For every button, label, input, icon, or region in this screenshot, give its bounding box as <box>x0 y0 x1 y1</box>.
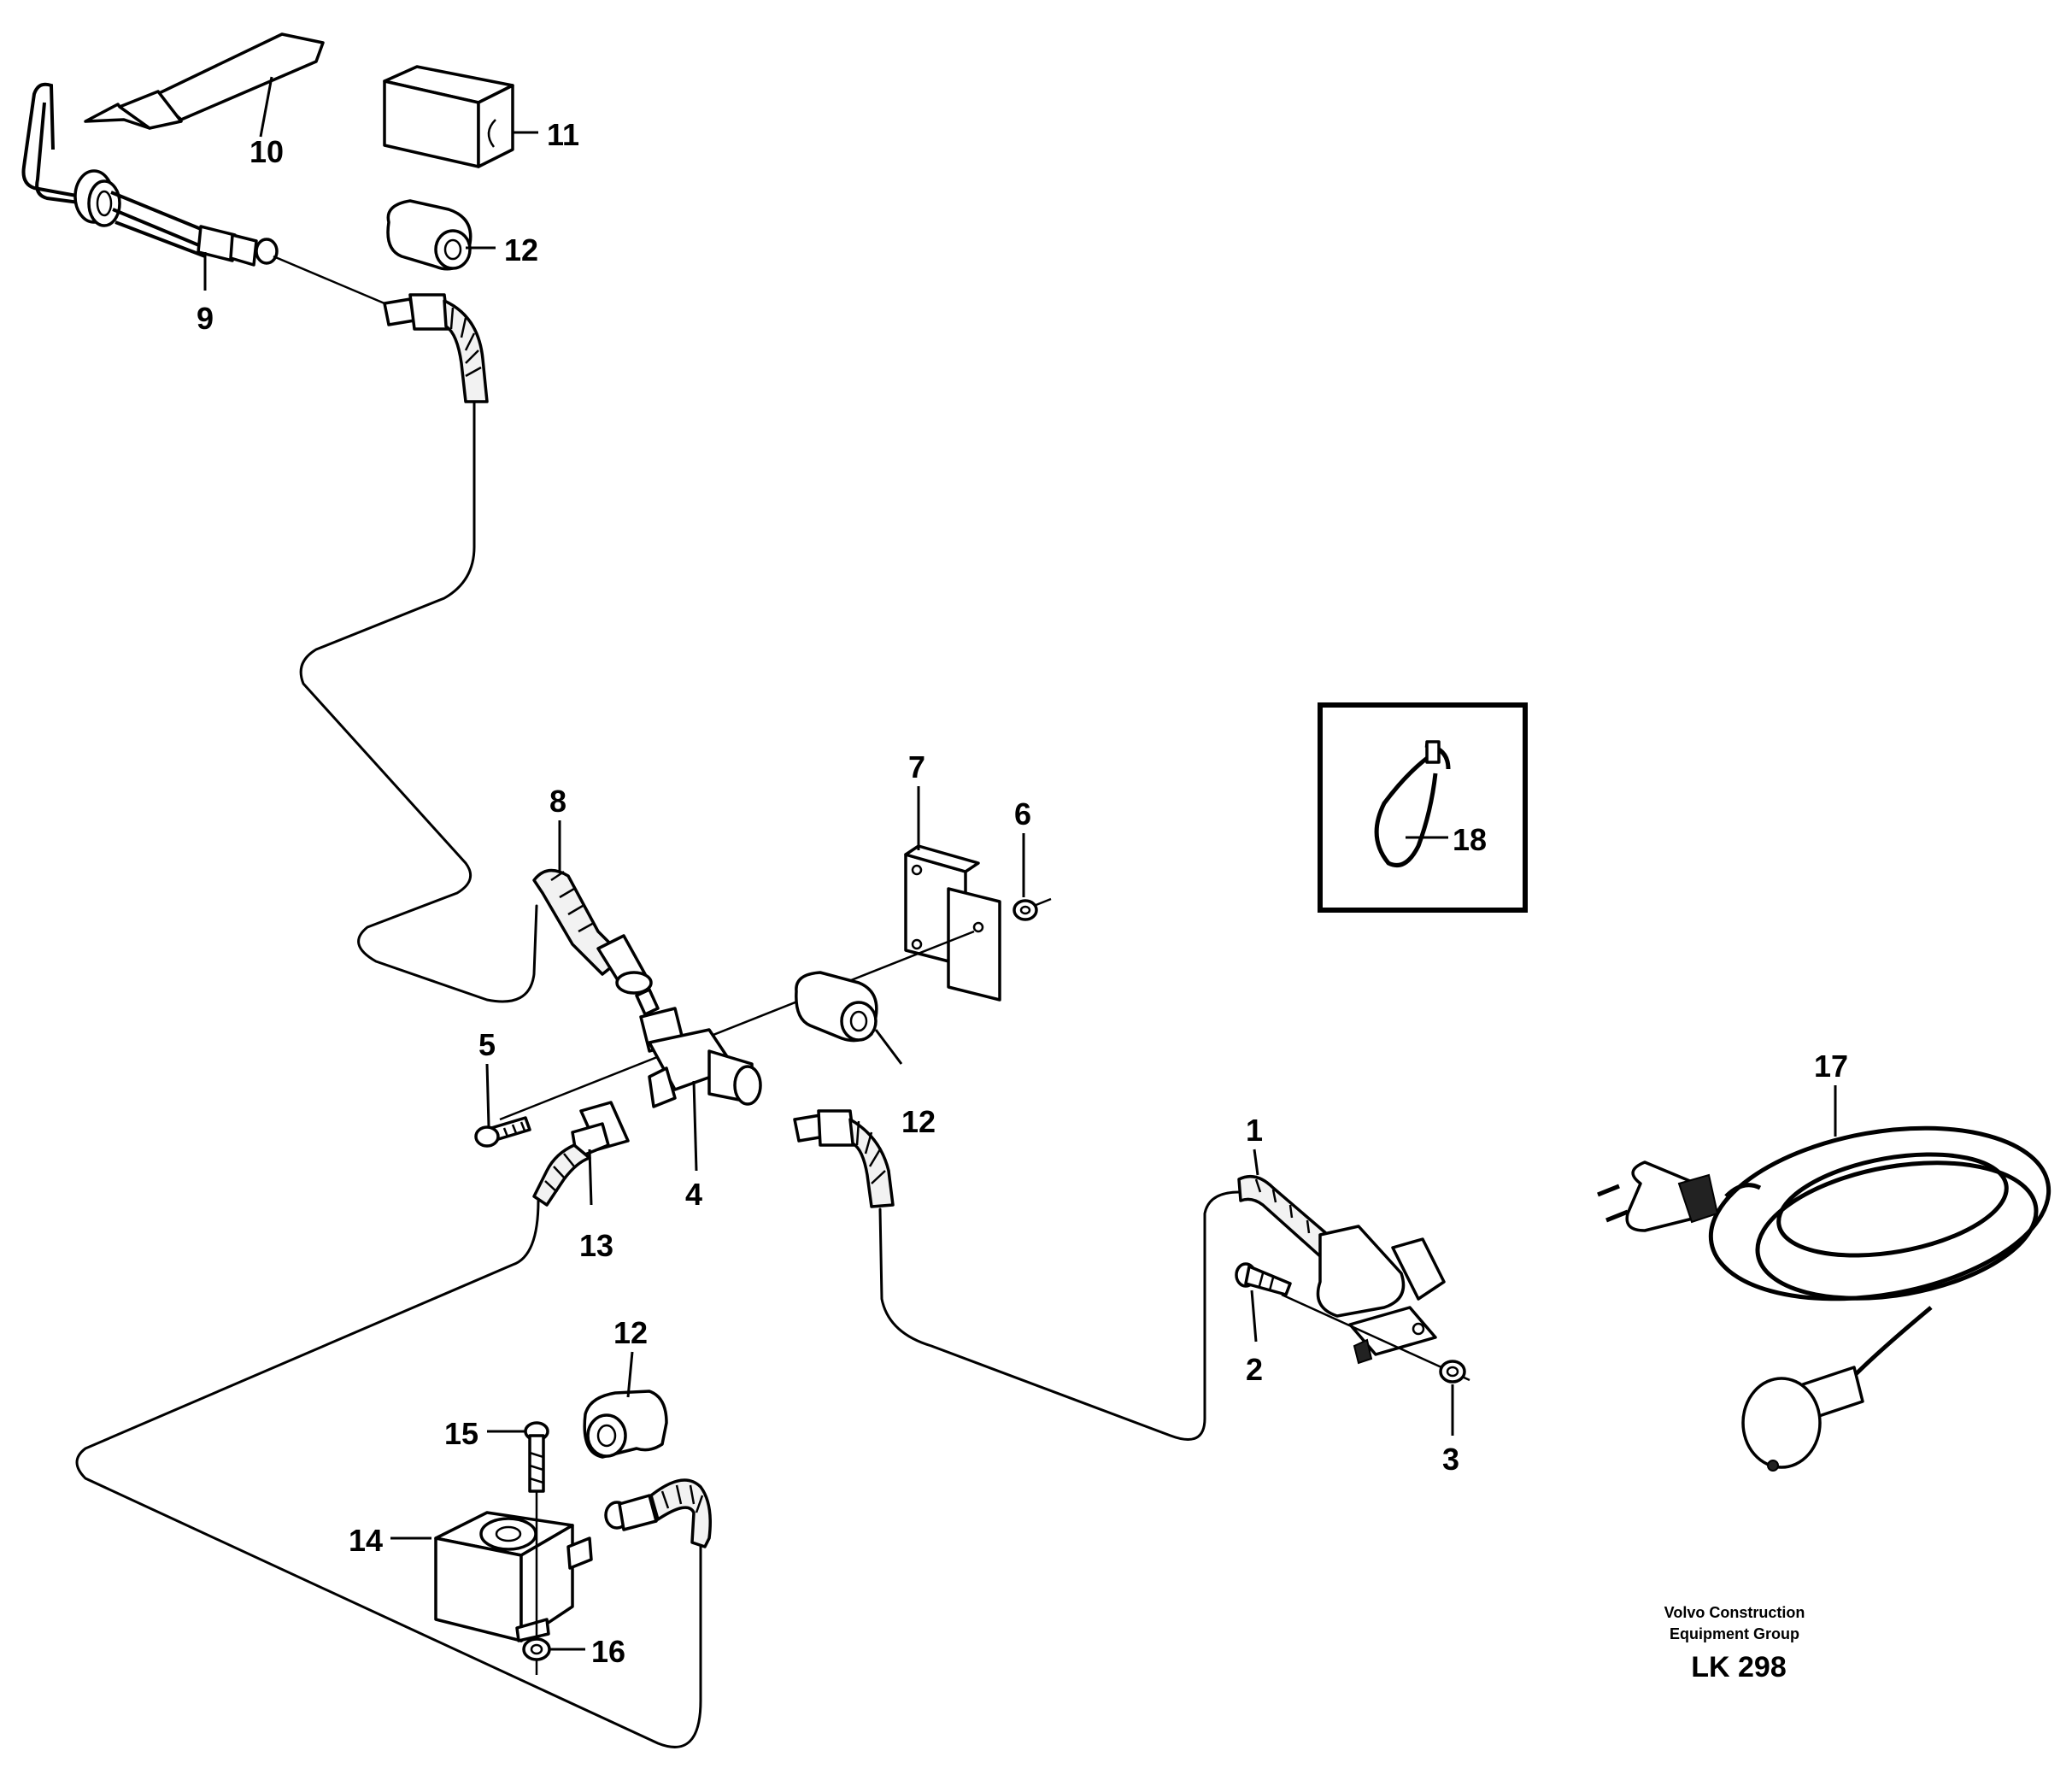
cable-sleeve-top <box>386 199 473 271</box>
cable-sleeve-bottom <box>583 1390 668 1459</box>
company-name-line2: Equipment Group <box>1670 1625 1799 1642</box>
grease-tube <box>84 32 325 130</box>
callout-4: 4 <box>685 1177 702 1212</box>
callout-13: 13 <box>579 1228 613 1263</box>
callout-8: 8 <box>549 784 566 819</box>
callout-7: 7 <box>908 749 925 784</box>
callout-11: 11 <box>547 117 579 152</box>
callout-10: 10 <box>249 134 284 169</box>
cable-plug-right <box>793 1109 895 1208</box>
socket-block <box>434 1511 593 1642</box>
callout-5: 5 <box>478 1027 496 1062</box>
company-name-line1: Volvo Construction <box>1664 1604 1805 1621</box>
drawing-code: LK 298 <box>1691 1651 1787 1683</box>
callout-16: 16 <box>591 1634 625 1669</box>
callout-9: 9 <box>197 301 214 336</box>
callout-6: 6 <box>1014 796 1031 831</box>
cable-tie-detail-box <box>1318 702 1528 913</box>
cable-junction-to-socket <box>75 1199 702 1748</box>
cable-plug-8 <box>532 868 660 1016</box>
nut-3 <box>1439 1360 1466 1384</box>
bolt-15 <box>524 1421 549 1493</box>
callout-3: 3 <box>1442 1442 1459 1477</box>
t-junction <box>639 1007 762 1108</box>
cable-junction-to-inlet <box>878 1190 1241 1441</box>
cable-sleeve-middle <box>795 971 878 1043</box>
cable-tie <box>1374 740 1451 867</box>
axis-line-bracket <box>499 930 975 1121</box>
cable-heater-to-junction <box>299 400 538 1003</box>
bolt-2 <box>1235 1262 1292 1296</box>
heater-element <box>21 82 279 267</box>
extension-cable <box>1597 1125 2051 1472</box>
leader-lines <box>203 76 1837 1651</box>
mounting-bracket <box>904 844 1001 1002</box>
power-inlet <box>1237 1174 1446 1365</box>
cable-plug-socket <box>604 1478 712 1548</box>
callout-12-middle: 12 <box>901 1104 936 1139</box>
cable-plug-13 <box>532 1101 630 1207</box>
callout-12-bottom: 12 <box>613 1315 648 1350</box>
bolt-5 <box>474 1116 531 1148</box>
callout-15: 15 <box>444 1416 478 1451</box>
callout-17: 17 <box>1814 1049 1848 1084</box>
axis-line-heater <box>273 255 385 305</box>
nut-16 <box>522 1637 551 1661</box>
axis-line-inlet <box>1281 1293 1470 1382</box>
callout-14: 14 <box>349 1523 383 1558</box>
callout-2: 2 <box>1246 1352 1263 1387</box>
callout-18: 18 <box>1453 822 1487 857</box>
cable-plug-top <box>383 293 489 403</box>
protective-block <box>383 65 514 168</box>
callout-12-top: 12 <box>504 232 538 267</box>
callout-1: 1 <box>1246 1113 1263 1148</box>
nut-6 <box>1013 897 1052 921</box>
